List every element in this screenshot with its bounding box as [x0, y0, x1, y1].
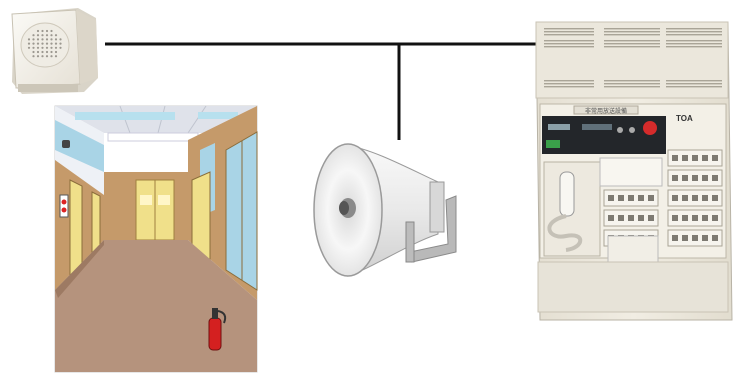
- brand-logo: TOA: [676, 114, 693, 123]
- wall-speaker-icon: [12, 8, 98, 94]
- school-corridor-illustration: [55, 106, 257, 372]
- emergency-broadcast-rack-icon: 非常用放送設備 TOA: [536, 22, 732, 320]
- panel-header: 非常用放送設備: [585, 107, 627, 115]
- horn-speaker-icon: [314, 144, 456, 276]
